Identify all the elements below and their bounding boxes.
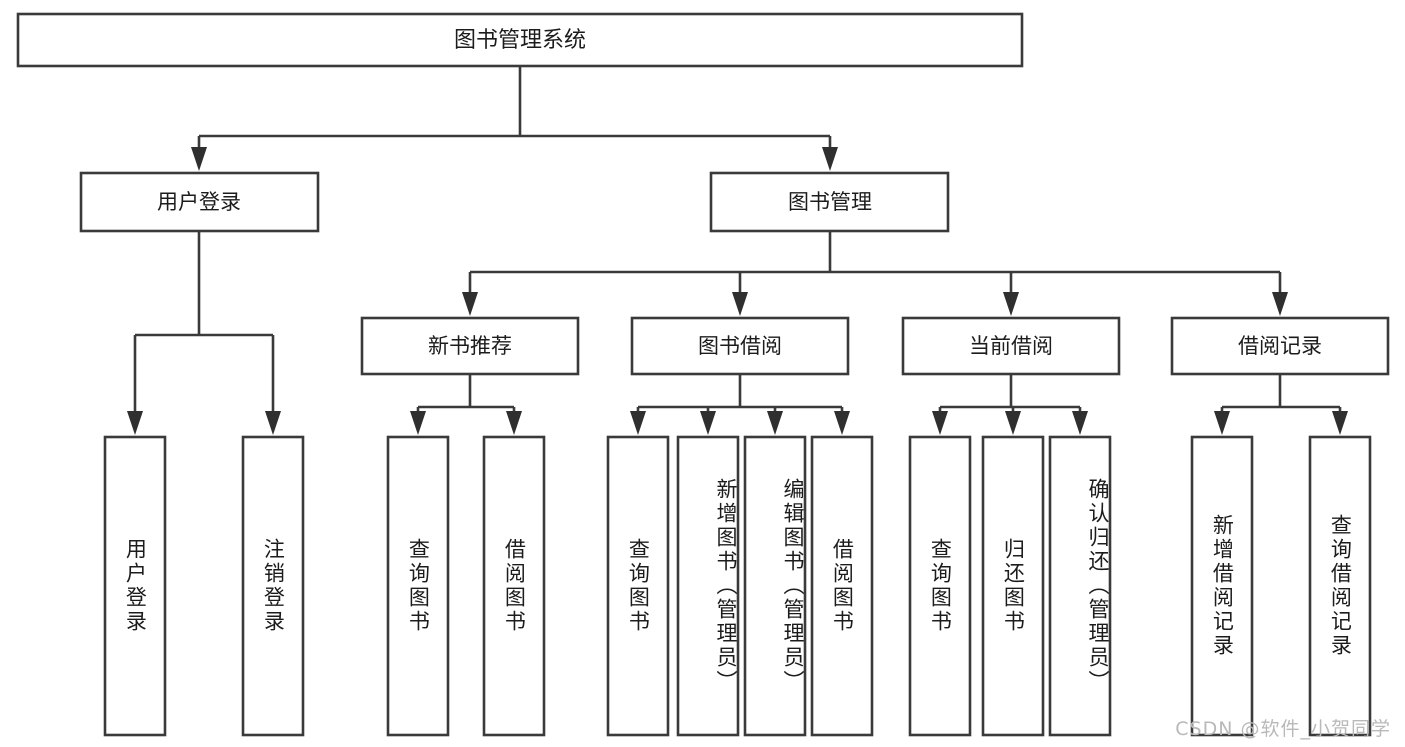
leaf-box-query-book-1[interactable] [386, 435, 450, 737]
arrowhead-leaf-borrow-book-1 [506, 411, 522, 435]
arrowhead-book-borrow [732, 292, 748, 316]
leaf-boxes-layer [103, 435, 1372, 737]
node-borrow-record-label: 借阅记录 [1238, 334, 1322, 358]
connectors-layer [127, 66, 1348, 435]
leaf-box-return-book[interactable] [981, 435, 1045, 737]
node-book-borrow[interactable]: 图书借阅 [630, 316, 850, 376]
leaf-box-borrow-book-2[interactable] [810, 435, 874, 737]
node-book-borrow-rect[interactable] [630, 316, 850, 376]
node-root-rect[interactable] [16, 12, 1024, 68]
arrowhead-leaf-confirm-return [1072, 411, 1088, 435]
leaf-box-add-book[interactable] [676, 435, 740, 737]
arrowhead-leaf-logout [265, 411, 281, 435]
arrowhead-leaf-edit-book [767, 411, 783, 435]
arrowhead-book-mgmt [822, 147, 838, 171]
arrowhead-leaf-query-book-2 [630, 411, 646, 435]
leaf-box-query-record[interactable] [1308, 435, 1372, 737]
arrowhead-user-login [191, 147, 207, 171]
arrowhead-borrow-record [1272, 292, 1288, 316]
csdn-watermark: CSDN @软件_小贺同学 [1175, 718, 1391, 740]
arrowhead-leaf-query-book-1 [410, 411, 426, 435]
arrowhead-leaf-query-book-3 [932, 411, 948, 435]
node-current-borrow-rect[interactable] [901, 316, 1121, 376]
node-new-book-recommend-rect[interactable] [360, 316, 580, 376]
node-borrow-record-rect[interactable] [1170, 316, 1390, 376]
arrowhead-leaf-user-login [127, 411, 143, 435]
arrowhead-leaf-borrow-book-2 [834, 411, 850, 435]
arrowhead-new-book-rec [462, 292, 478, 316]
arrowhead-leaf-return-book [1005, 411, 1021, 435]
node-user-login-rect[interactable] [79, 171, 320, 233]
arrowhead-leaf-add-book [700, 411, 716, 435]
node-book-management-label: 图书管理 [788, 190, 872, 214]
leaf-box-borrow-book-1[interactable] [482, 435, 546, 737]
leaf-box-add-record[interactable] [1190, 435, 1254, 737]
node-user-login-label: 用户登录 [157, 190, 241, 214]
node-new-book-recommend[interactable]: 新书推荐 [360, 316, 580, 376]
node-user-login[interactable]: 用户登录 [79, 171, 320, 233]
node-book-borrow-label: 图书借阅 [698, 334, 782, 358]
node-root-label: 图书管理系统 [454, 28, 586, 53]
node-current-borrow[interactable]: 当前借阅 [901, 316, 1121, 376]
node-current-borrow-label: 当前借阅 [969, 334, 1053, 358]
node-book-management-rect[interactable] [709, 171, 950, 233]
arrowhead-current-borrow [1003, 292, 1019, 316]
arrowhead-leaf-add-record [1214, 411, 1230, 435]
leaf-box-edit-book[interactable] [743, 435, 807, 737]
leaf-box-logout[interactable] [241, 435, 305, 737]
node-root[interactable]: 图书管理系统 [16, 12, 1024, 68]
node-new-book-recommend-label: 新书推荐 [428, 334, 512, 358]
arrowhead-leaf-query-record [1332, 411, 1348, 435]
leaf-box-query-book-3[interactable] [908, 435, 972, 737]
leaf-box-user-login[interactable] [103, 435, 167, 737]
leaf-box-confirm-return[interactable] [1048, 435, 1112, 737]
node-book-management[interactable]: 图书管理 [709, 171, 950, 233]
leaf-box-query-book-2[interactable] [606, 435, 670, 737]
node-borrow-record[interactable]: 借阅记录 [1170, 316, 1390, 376]
